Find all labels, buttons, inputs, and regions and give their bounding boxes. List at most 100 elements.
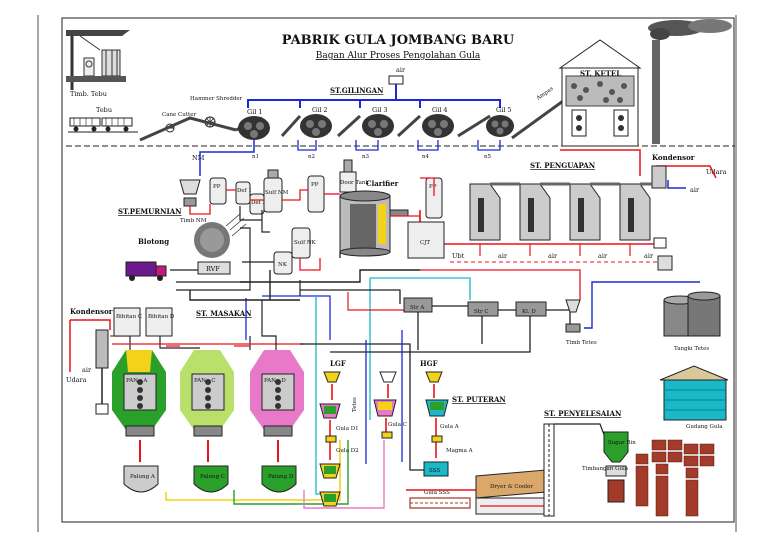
ampas-conveyor bbox=[511, 94, 571, 140]
air-evap-1: air bbox=[498, 252, 508, 260]
centrifugal-c bbox=[373, 399, 397, 417]
air-left-label: air bbox=[82, 366, 92, 374]
cjt-label: CJT bbox=[420, 240, 430, 246]
blotong-label: Blotong bbox=[138, 237, 169, 246]
dryer-cooler: Dryer & Cooler bbox=[475, 469, 549, 515]
pan-c-label: PAN - C bbox=[194, 378, 216, 384]
st-masakan-label: ST. MASAKAN bbox=[196, 309, 252, 318]
kondensor-top-label: Kondensor bbox=[652, 153, 695, 162]
kl-d-tank: Kl. D bbox=[515, 301, 547, 317]
timbangan-gula: Timbangan Gula bbox=[582, 465, 629, 503]
pp1-label: PP bbox=[213, 184, 221, 190]
pp3-label: PP bbox=[429, 184, 437, 190]
small-tanks bbox=[325, 431, 443, 443]
nm-label: NM bbox=[192, 154, 205, 162]
water-tank bbox=[388, 75, 404, 85]
raw-juice-pipe bbox=[199, 140, 255, 176]
palung-a-label: Palung A bbox=[130, 474, 156, 480]
mill-4: Gil 4 bbox=[422, 106, 454, 138]
diagram-border bbox=[61, 17, 735, 523]
def2-label: Def 2 bbox=[251, 200, 266, 206]
hgf-hopper-2 bbox=[425, 371, 443, 383]
sulfitator-nk: Sulf NK bbox=[291, 227, 317, 259]
mill-1: Gil 1 bbox=[238, 108, 270, 140]
pp-tank-2: PP bbox=[307, 175, 325, 213]
dryer-cooler-label: Dryer & Cooler bbox=[490, 484, 533, 490]
page-title: PABRIK GULA JOMBANG BARU bbox=[282, 33, 515, 48]
st-penyelesaian-label: ST. PENYELESAIAN bbox=[544, 409, 622, 418]
gil5-label: Gil 5 bbox=[496, 106, 512, 114]
mill-3: Gil 3 bbox=[362, 106, 394, 138]
st-penguapan-label: ST. PENGUAPAN bbox=[530, 161, 596, 170]
gudang-gula-label: Gudang Gula bbox=[686, 424, 723, 430]
clarifier-outlet bbox=[389, 209, 409, 217]
clarifier bbox=[339, 190, 391, 257]
palung-c: Palung C bbox=[193, 465, 229, 493]
kondensor-top bbox=[651, 165, 667, 189]
timb-nm-label: Timb NM bbox=[180, 218, 207, 224]
rvf-filter: RVF bbox=[194, 213, 247, 275]
gil1-label: Gil 1 bbox=[247, 108, 263, 116]
sulf-nk-label: Sulf NK bbox=[294, 240, 317, 246]
n5-label: n5 bbox=[484, 154, 492, 160]
timbangan-gula-label: Timbangan Gula bbox=[582, 466, 629, 472]
hgf-label: HGF bbox=[420, 359, 438, 368]
nk-tank: NK bbox=[273, 251, 293, 275]
timb-tetes-tank: Timb Tetes bbox=[565, 299, 597, 346]
pan-a-label: PAN - A bbox=[126, 378, 148, 384]
evaporator-4 bbox=[619, 183, 651, 241]
gula-d1-label: Gula D1 bbox=[336, 426, 359, 432]
sugar-bin-label: Sugar Bin bbox=[608, 440, 636, 446]
sugar-bin: Sugar Bin bbox=[603, 431, 636, 463]
gudang-gula: Gudang Gula bbox=[659, 365, 729, 430]
n4-label: n4 bbox=[422, 154, 430, 160]
kl-d-label: Kl. D bbox=[522, 309, 536, 315]
ubt-label: Ubt bbox=[452, 252, 465, 260]
kondensor-left bbox=[95, 329, 109, 369]
evaporator-1 bbox=[469, 183, 501, 241]
n1-label: n1 bbox=[252, 154, 259, 160]
timb-tebu-label: Timb. Tebu bbox=[70, 90, 107, 98]
cjt-tank: CJT bbox=[407, 221, 445, 259]
tetes-label: Tetes bbox=[352, 397, 358, 412]
hgf-hopper-1 bbox=[379, 371, 397, 383]
thick-juice-tank bbox=[657, 255, 673, 271]
chimney bbox=[652, 40, 660, 144]
cane-cutter-label: Cane Cutter bbox=[162, 112, 196, 118]
udara-left-label: Udara bbox=[66, 376, 87, 384]
air-evap-4: air bbox=[644, 252, 654, 260]
pp2-label: PP bbox=[311, 182, 319, 188]
cane-trucks: Tebu bbox=[68, 106, 138, 133]
pan-d: PAN - D bbox=[250, 350, 304, 437]
pp-tank-3: PP bbox=[425, 177, 443, 219]
evaporator-tank bbox=[653, 237, 667, 249]
magma-a-label: Magma A bbox=[446, 448, 474, 454]
sulf-nm-label: Sulf NM bbox=[265, 190, 289, 196]
air-kondensor-label: air bbox=[690, 186, 700, 194]
sss-centrifugal: SSS bbox=[423, 461, 449, 477]
clarifier-label: Clarifier bbox=[366, 179, 399, 188]
sulfitator-nm: Sulf NM bbox=[263, 169, 289, 213]
gil4-label: Gil 4 bbox=[432, 106, 448, 114]
cane-conveyor bbox=[139, 116, 237, 142]
door-tank: Door Tank bbox=[339, 159, 369, 193]
tangki-tetes: Tangki Tetes bbox=[663, 291, 721, 352]
mill-5: Gil 5 bbox=[486, 106, 514, 137]
gula-a-label: Gula A bbox=[440, 424, 460, 430]
centrifugal-d2b bbox=[319, 491, 341, 507]
boiler-station: ST. KETEL bbox=[558, 19, 732, 147]
tangki-tetes-label: Tangki Tetes bbox=[674, 346, 709, 352]
palung-d-label: Palung D bbox=[268, 474, 294, 480]
st-puteran-label: ST. PUTERAN bbox=[452, 395, 506, 404]
lgf-hopper bbox=[323, 371, 341, 383]
air-evap-3: air bbox=[598, 252, 608, 260]
gula-sss-label: Gula SSS bbox=[424, 490, 450, 496]
hammer-shredder-label: Hammer Shredder bbox=[190, 96, 243, 102]
pp-tank-1: PP bbox=[209, 177, 227, 205]
centrifugal-d2 bbox=[319, 463, 341, 479]
bibitan-c: Bibitan C bbox=[113, 307, 142, 337]
door-tank-label: Door Tank bbox=[340, 180, 369, 186]
str-c-label: Str C bbox=[474, 309, 489, 315]
